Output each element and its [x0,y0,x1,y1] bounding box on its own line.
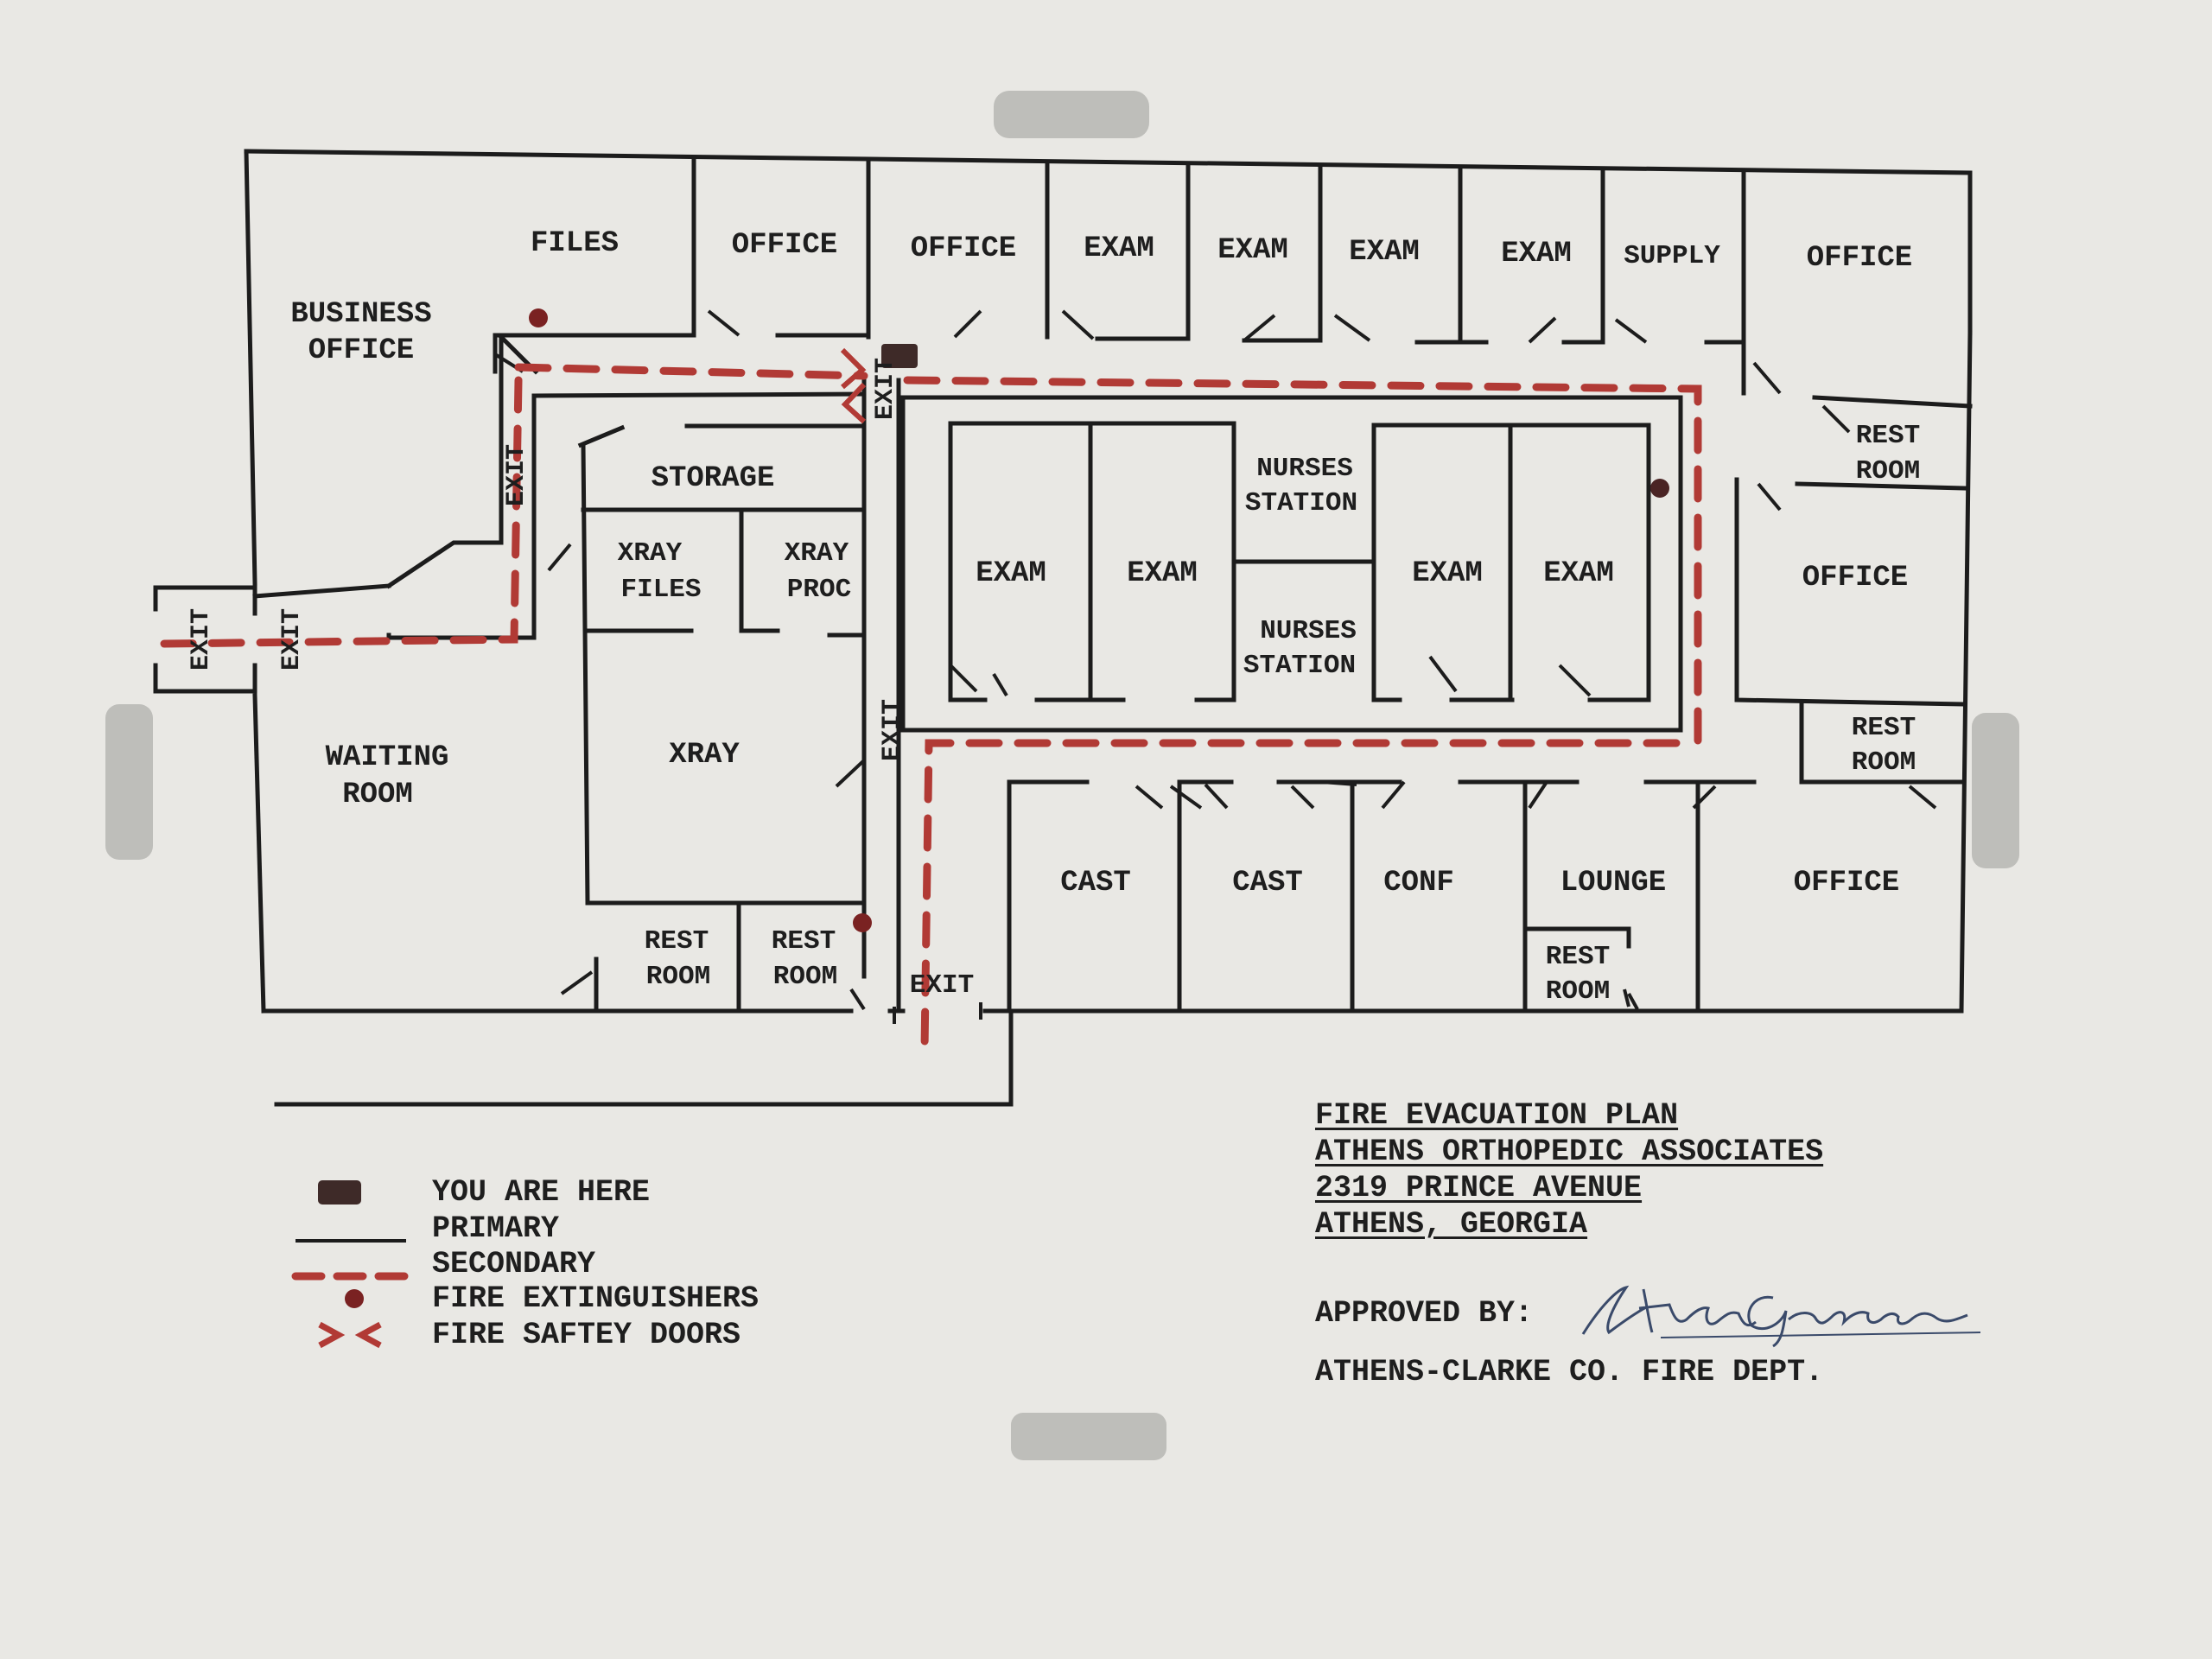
door-swings [493,309,1937,1024]
you-are-here-symbol [318,1180,361,1205]
exit-label: EXIT [878,699,907,761]
legend-row-you-are-here: YOU ARE HERE [285,1175,890,1210]
room-label-rest-room: REST [645,926,709,957]
legend-label: YOU ARE HERE [432,1175,651,1210]
legend-label: FIRE SAFTEY DOORS [432,1318,741,1352]
room-label-office: OFFICE [1807,242,1912,275]
room-label-xray-proc: XRAY [785,538,849,569]
room-label-nurses-station: STATION [1245,488,1357,518]
approved-by-row: APPROVED BY: [1315,1285,2093,1348]
room-label-rest-room: REST [1546,942,1610,972]
exit-labels: EXIT EXIT EXIT EXIT EXIT EXIT [187,358,974,1001]
room-label-rest-room: REST [1852,713,1916,743]
room-label-waiting-room: ROOM [342,779,413,811]
primary-route-symbol [296,1239,406,1243]
room-label-business-office: OFFICE [308,334,414,367]
room-label-office: OFFICE [1794,867,1899,899]
handwritten-signature [1581,1285,1981,1348]
room-labels: BUSINESS OFFICE FILES OFFICE OFFICE EXAM… [290,227,1920,1007]
legend-label: FIRE EXTINGUISHERS [432,1281,760,1316]
room-label-xray: XRAY [669,739,740,772]
exit-label: EXIT [871,358,900,420]
legend-row-fire-extinguishers: FIRE EXTINGUISHERS [285,1281,890,1316]
legend-row-fire-safety-doors: FIRE SAFTEY DOORS [285,1318,890,1352]
room-label-exam: EXAM [1501,238,1572,270]
exit-label: EXIT [910,970,974,1001]
room-label-cast: CAST [1232,867,1303,899]
approval-block: APPROVED BY: ATHENS-CLARKE CO. FIRE DEPT… [1315,1285,2093,1389]
east-room-walls [1734,343,1973,785]
exterior-walls [244,149,1973,1107]
room-label-exam: EXAM [1543,557,1614,590]
room-label-business-office: BUSINESS [290,298,431,331]
room-label-exam: EXAM [976,557,1046,590]
room-label-rest-room: ROOM [646,962,710,992]
exit-label: EXIT [187,608,216,671]
tape-mark-left [105,704,153,860]
room-label-nurses-station: NURSES [1256,454,1353,484]
room-label-exam: EXAM [1412,557,1483,590]
room-label-conf: CONF [1383,867,1454,899]
fire-extinguisher-marker [529,308,548,327]
legend-label: PRIMARY [432,1211,560,1246]
room-label-exam: EXAM [1349,236,1420,269]
top-room-walls [493,157,1746,374]
room-label-xray-proc: PROC [787,575,851,605]
west-exit-vestibule [153,585,257,694]
room-label-files: FILES [531,227,619,260]
room-label-nurses-station: STATION [1243,651,1356,681]
room-label-xray-files: FILES [620,575,701,605]
title-block: FIRE EVACUATION PLAN ATHENS ORTHOPEDIC A… [1315,1097,2006,1243]
legend-label: SECONDARY [432,1247,596,1281]
room-label-office: OFFICE [732,229,837,262]
exit-label: EXIT [277,608,307,671]
room-label-office: OFFICE [1802,562,1908,594]
room-label-cast: CAST [1060,867,1131,899]
room-label-lounge: LOUNGE [1560,867,1666,899]
organization-name: ATHENS ORTHOPEDIC ASSOCIATES [1315,1135,1824,1169]
legend-row-primary: PRIMARY [285,1211,890,1246]
exit-label: EXIT [502,444,531,506]
room-label-supply: SUPPLY [1624,241,1720,271]
room-label-waiting-room: WAITING [326,741,449,774]
fire-safety-door-symbol [840,347,867,424]
central-block-walls [900,395,1683,733]
fire-extinguisher-symbol [345,1289,364,1308]
fire-extinguisher-marker [1650,479,1669,498]
legend-row-secondary: SECONDARY [285,1247,890,1281]
plan-title: FIRE EVACUATION PLAN [1315,1098,1679,1133]
room-label-storage: STORAGE [652,462,775,495]
fire-department-name: ATHENS-CLARKE CO. FIRE DEPT. [1315,1355,1824,1389]
south-room-walls [1007,779,1757,1014]
room-label-rest-room: ROOM [1852,747,1916,778]
secondary-route-symbol [291,1272,415,1281]
street-address: 2319 PRINCE AVENUE [1315,1171,1643,1205]
you-are-here-marker [881,344,918,368]
tape-mark-right [1972,713,2019,868]
tape-mark-top [994,91,1149,138]
room-label-rest-room: REST [1856,421,1920,451]
city-state: ATHENS, GEORGIA [1315,1207,1588,1242]
secondary-route [160,363,1702,1054]
fire-safety-door-symbol [318,1321,382,1349]
room-label-rest-room: ROOM [1546,976,1610,1007]
room-label-exam: EXAM [1084,232,1154,265]
room-label-xray-files: XRAY [618,538,683,569]
room-label-exam: EXAM [1127,557,1198,590]
room-label-rest-room: REST [772,926,836,957]
xray-block-walls [252,334,901,1014]
room-label-nurses-station: NURSES [1260,616,1357,646]
room-label-exam: EXAM [1217,234,1288,267]
room-label-rest-room: ROOM [773,962,837,992]
room-label-office: OFFICE [911,232,1016,265]
tape-mark-bottom [1011,1413,1166,1460]
fire-extinguisher-marker [853,913,872,932]
room-label-rest-room: ROOM [1856,456,1920,486]
approved-by-label: APPROVED BY: [1315,1296,1534,1331]
